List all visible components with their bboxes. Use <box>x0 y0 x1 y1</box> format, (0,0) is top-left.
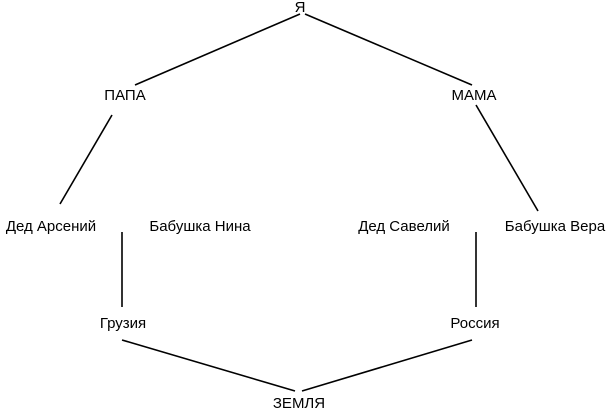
edge-papa-ded-arseniy <box>59 114 113 205</box>
node-babushka-nina: Бабушка Нина <box>149 218 251 235</box>
node-gruziya: Грузия <box>100 315 146 332</box>
node-mama: МАМА <box>452 87 497 104</box>
edge-mama-babushka-vera <box>475 104 539 212</box>
node-rossiya: Россия <box>450 315 499 332</box>
edge-me-mama <box>304 13 473 86</box>
node-ded-arseniy: Дед Арсений <box>6 218 96 235</box>
node-papa: ПАПА <box>104 87 145 104</box>
edges <box>59 13 539 392</box>
node-ded-saveliy: Дед Савелий <box>358 218 450 235</box>
node-babushka-vera: Бабушка Вера <box>505 218 606 235</box>
edge-me-papa <box>134 13 301 86</box>
nodes: Я ПАПА МАМА Дед Арсений Бабушка Нина Дед… <box>6 0 606 411</box>
node-zemlya: ЗЕМЛЯ <box>273 395 325 411</box>
edge-gruziya-zemlya <box>121 339 296 392</box>
edge-rossiya-zemlya <box>301 339 473 392</box>
node-me: Я <box>295 0 306 16</box>
